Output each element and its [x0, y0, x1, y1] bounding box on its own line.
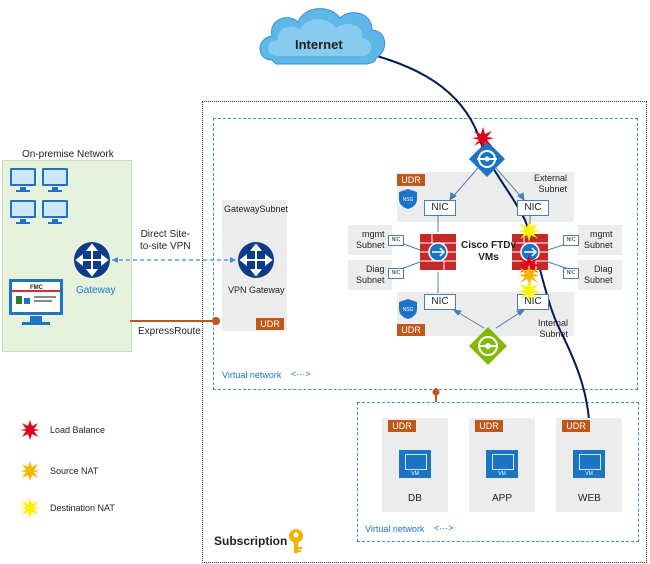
onprem-title: On-premise Network — [22, 149, 114, 160]
hub-vnet-label: Virtual network — [222, 370, 282, 380]
db-vm-icon: VM — [399, 450, 431, 478]
external-subnet-udr: UDR — [397, 174, 425, 186]
mgmt-subnet-left — [348, 225, 392, 255]
nic-mgmt-left: NIC — [388, 235, 404, 246]
mgmt-subnet-right — [578, 225, 622, 255]
subscription-label: Subscription — [214, 534, 288, 548]
nsg-shield-icon-internal: NSG — [399, 299, 417, 319]
nic-external-left: NIC — [424, 200, 456, 216]
legend-destination-nat-icon — [20, 498, 40, 518]
load-balance-marker — [472, 127, 494, 149]
internal-subnet-label: Internal Subnet — [538, 318, 569, 339]
destination-nat-marker — [518, 220, 540, 242]
diag-subnet-left — [348, 260, 392, 290]
app-vm-icon: VM — [486, 450, 518, 478]
spoke-vnet-icon: <···> — [434, 523, 454, 533]
ftdv-firewall-icon-left[interactable] — [418, 232, 458, 272]
external-subnet-label: External Subnet — [534, 173, 568, 194]
onprem-gateway-label: Gateway — [76, 285, 116, 296]
nic-diag-left: NIC — [388, 268, 404, 279]
gateway-subnet-title: GatewaySubnet — [224, 204, 289, 214]
external-load-balancer-icon[interactable] — [468, 140, 506, 178]
internet-cloud-icon[interactable] — [252, 2, 392, 70]
hub-virtual-network — [213, 118, 638, 390]
web-vm-icon: VM — [573, 450, 605, 478]
legend-source-nat-icon — [20, 461, 40, 481]
svg-text:NSG: NSG — [403, 307, 414, 313]
hub-vnet-icon: <···> — [291, 369, 311, 379]
internal-subnet-udr: UDR — [397, 324, 425, 336]
vpn-gateway-icon[interactable] — [236, 240, 276, 280]
gateway-subnet-udr: UDR — [256, 318, 284, 330]
db-udr: UDR — [388, 420, 416, 432]
vpn-gateway-label: VPN Gateway — [228, 285, 285, 295]
web-label: WEB — [578, 493, 601, 504]
source-nat-marker — [518, 264, 540, 286]
vpn-connection-label: Direct Site- to-site VPN — [140, 229, 191, 252]
nic-diag-right: NIC — [563, 268, 579, 279]
spoke-vnet-label: Virtual network — [365, 524, 425, 534]
nic-external-right: NIC — [517, 200, 549, 216]
db-label: DB — [408, 493, 422, 504]
diag-subnet-right — [578, 260, 622, 290]
web-udr: UDR — [562, 420, 590, 432]
app-label: APP — [492, 493, 513, 504]
legend-source-nat-label: Source NAT — [50, 466, 99, 476]
svg-text:NSG: NSG — [403, 197, 414, 203]
internal-load-balancer-icon[interactable] — [468, 326, 508, 366]
legend-load-balance-icon — [20, 420, 40, 440]
fmc-label: FMC — [30, 285, 43, 291]
app-udr: UDR — [475, 420, 503, 432]
diag-subnet-left-label: Diag Subnet — [356, 264, 385, 285]
legend-destination-nat-label: Destination NAT — [50, 503, 115, 513]
internet-label: Internet — [295, 37, 343, 52]
nic-internal-left: NIC — [424, 294, 456, 310]
legend-load-balance-label: Load Balance — [50, 425, 106, 435]
nsg-shield-icon-external: NSG — [399, 189, 417, 209]
onprem-gateway-router-icon[interactable] — [72, 240, 112, 280]
destination-nat-marker-2 — [518, 280, 540, 302]
fmc-monitor-icon — [9, 279, 63, 325]
mgmt-subnet-right-label: mgmt Subnet — [584, 229, 613, 250]
ftdv-firewall-icon-right[interactable] — [510, 232, 550, 272]
key-icon — [289, 529, 303, 553]
mgmt-subnet-left-label: mgmt Subnet — [356, 229, 385, 250]
diag-subnet-right-label: Diag Subnet — [584, 264, 613, 285]
nic-mgmt-right: NIC — [563, 235, 579, 246]
monitor-icons — [10, 168, 68, 224]
spoke-virtual-network — [357, 402, 639, 542]
subscription-boundary — [202, 101, 647, 563]
ftdv-label: Cisco FTDv VMs — [461, 240, 517, 263]
expressroute-label: ExpressRoute — [138, 326, 201, 337]
